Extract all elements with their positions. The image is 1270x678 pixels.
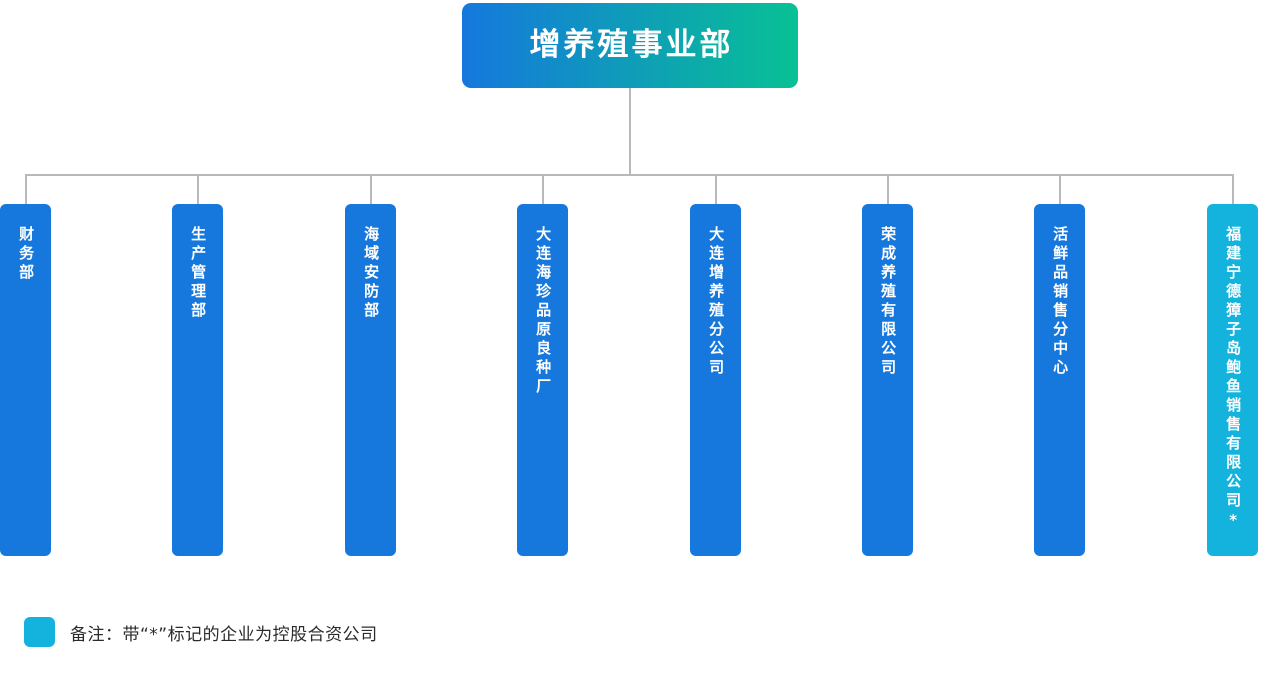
connector-child-vertical <box>714 175 717 205</box>
org-node-label: 福建宁德獐子岛鲍鱼销售有限公司* <box>1224 226 1243 533</box>
org-node-5[interactable]: 大连增养殖分公司 <box>690 204 741 556</box>
connector-child-vertical <box>541 175 544 205</box>
org-node-label: 财务部 <box>17 226 36 283</box>
org-node-7[interactable]: 活鲜品销售分中心 <box>1034 204 1085 556</box>
org-root-label: 增养殖事业部 <box>529 27 734 63</box>
connector-child-vertical <box>369 175 372 205</box>
connector-child-vertical <box>24 175 27 205</box>
legend-swatch-joint-venture <box>24 617 55 647</box>
org-node-label: 海域安防部 <box>362 226 381 321</box>
connector-child-vertical <box>196 175 199 205</box>
org-node-1[interactable]: 财务部 <box>0 204 51 556</box>
org-node-label: 大连增养殖分公司 <box>707 226 726 378</box>
connector-child-vertical <box>1231 175 1234 205</box>
org-node-6[interactable]: 荣成养殖有限公司 <box>862 204 913 556</box>
org-node-8[interactable]: 福建宁德獐子岛鲍鱼销售有限公司* <box>1207 204 1258 556</box>
org-node-4[interactable]: 大连海珍品原良种厂 <box>517 204 568 556</box>
org-node-label: 活鲜品销售分中心 <box>1051 226 1070 378</box>
connector-child-vertical <box>886 175 889 205</box>
org-node-3[interactable]: 海域安防部 <box>345 204 396 556</box>
org-root-node[interactable]: 增养殖事业部 <box>462 3 798 88</box>
connector-child-vertical <box>1058 175 1061 205</box>
org-node-2[interactable]: 生产管理部 <box>172 204 223 556</box>
connector-root-vertical <box>629 88 631 175</box>
org-node-label: 生产管理部 <box>189 226 208 321</box>
legend: 备注：带“*”标记的企业为控股合资公司 <box>24 617 378 647</box>
legend-note: 备注：带“*”标记的企业为控股合资公司 <box>70 624 378 645</box>
org-node-label: 荣成养殖有限公司 <box>879 226 898 378</box>
org-node-label: 大连海珍品原良种厂 <box>534 226 553 397</box>
connector-horizontal-bus <box>25 174 1234 176</box>
